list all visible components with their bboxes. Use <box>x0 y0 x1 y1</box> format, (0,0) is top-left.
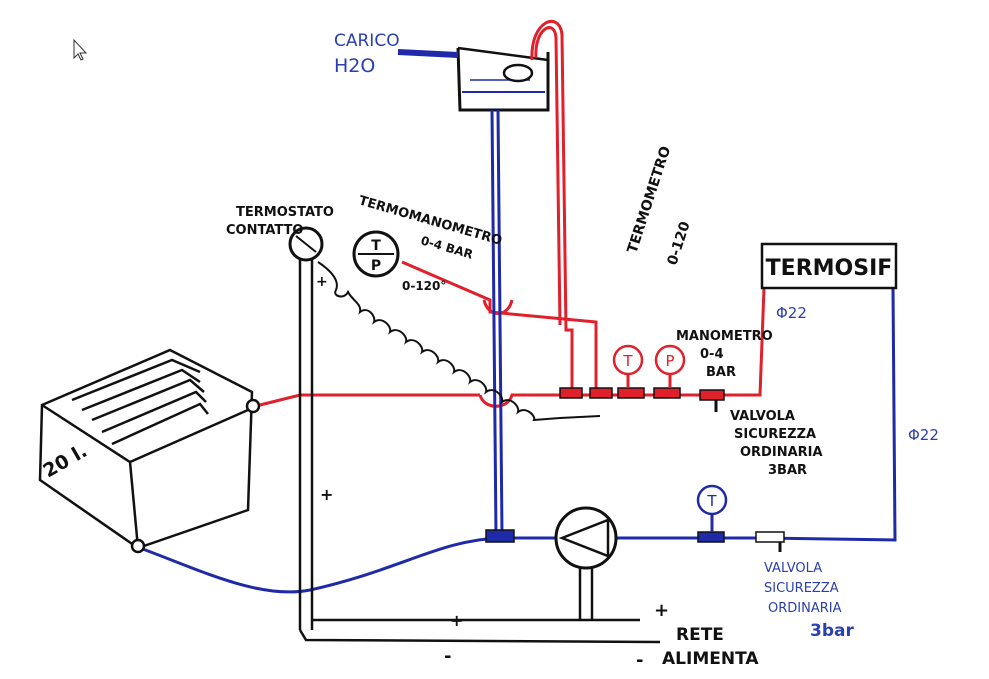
circulation-pump <box>554 506 618 570</box>
termomanometro-t-label: T <box>371 238 381 254</box>
cold-water-piping <box>139 109 897 594</box>
return-thermometer-gauge: T <box>696 484 728 532</box>
wire-plus-bottom: + <box>450 611 463 630</box>
thermostat-capillary <box>317 261 601 422</box>
valvola-top-line1: VALVOLA <box>730 409 795 424</box>
valvola-bottom-line1: VALVOLA <box>764 561 822 576</box>
wire-minus-bottom: - <box>444 646 451 667</box>
termosif-label: TERMOSIF <box>766 256 893 281</box>
pipe-diameter-top: Φ22 <box>776 304 807 322</box>
wire-plus-mid: + <box>320 485 333 504</box>
valvola-top-line2: SICUREZZA <box>734 427 816 442</box>
boiler-tank <box>38 348 261 554</box>
rete-minus: - <box>636 650 643 671</box>
return-thermometer-t-label: T <box>706 492 717 510</box>
alimenta-label: ALIMENTA <box>662 649 759 669</box>
contatto-label: CONTATTO <box>226 223 303 238</box>
termomanometro-range-temp: 0-120° <box>402 279 446 293</box>
h2o-label: H2O <box>334 55 375 77</box>
manometro-range: 0-4 <box>700 347 724 362</box>
carico-label: CARICO <box>334 31 400 51</box>
electrical-wiring <box>298 258 661 644</box>
termometro-range: 0-120 <box>665 219 694 267</box>
manometro-unit: BAR <box>706 365 736 380</box>
mouse-cursor-icon <box>73 38 88 61</box>
termostato-label: TERMOSTATO <box>236 205 334 220</box>
valvola-bottom-line4: 3bar <box>810 621 854 641</box>
tank-volume-label: 20 l. <box>40 440 92 482</box>
rete-plus: + <box>654 600 669 621</box>
thermometer-t-label: T <box>622 352 633 370</box>
termosif-box: TERMOSIF <box>760 242 898 290</box>
valvola-bottom-line3: ORDINARIA <box>768 601 842 616</box>
valvola-top-line3: ORDINARIA <box>740 445 823 460</box>
termomanometro-gauge: T P <box>352 230 400 278</box>
termometro-label: TERMOMETRO <box>625 144 675 255</box>
valvola-top-line4: 3BAR <box>768 463 807 478</box>
cold-line-fittings <box>485 529 785 552</box>
manometer-p-label: P <box>665 352 674 370</box>
valvola-bottom-line2: SICUREZZA <box>764 581 839 596</box>
thermometer-gauge: T <box>612 344 644 388</box>
termomanometro-p-label: P <box>371 258 381 274</box>
thermostat-plus: + <box>316 274 328 290</box>
thermostat-gauge <box>288 226 324 262</box>
rete-label: RETE <box>676 625 724 645</box>
pipe-diameter-right: Φ22 <box>908 426 939 444</box>
manometer-gauge: P <box>654 344 686 388</box>
expansion-tank <box>397 46 550 112</box>
manometro-label: MANOMETRO <box>676 329 773 344</box>
hot-line-fittings <box>559 387 725 412</box>
